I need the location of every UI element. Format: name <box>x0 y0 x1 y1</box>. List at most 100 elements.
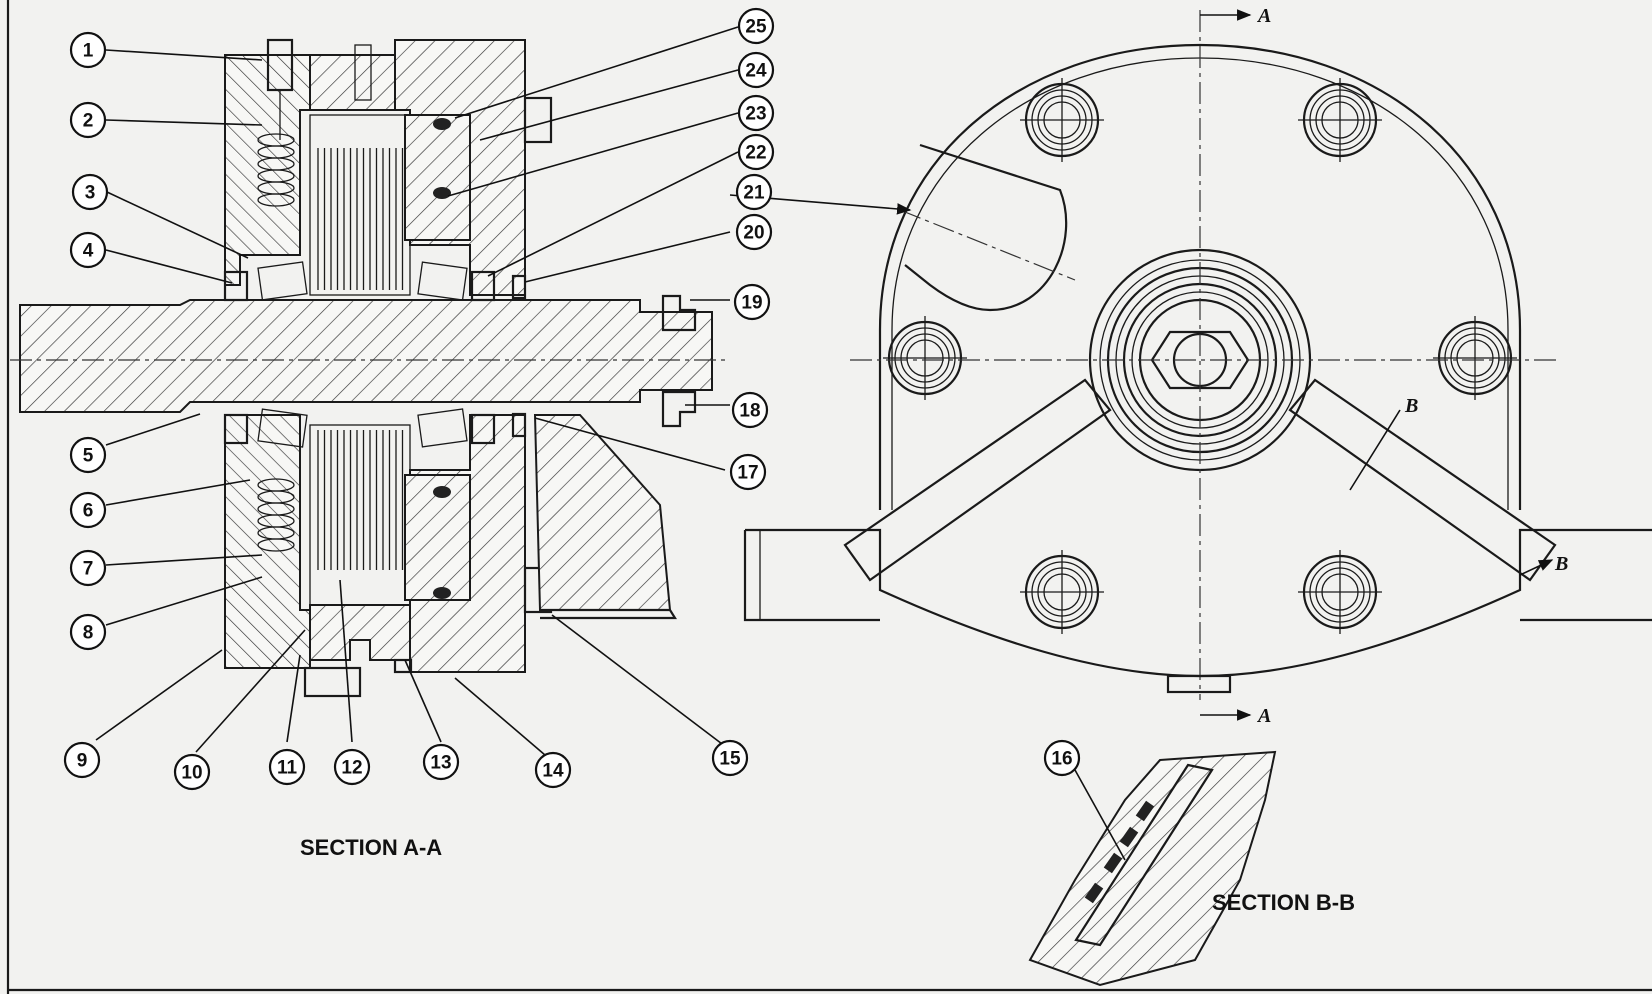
housing-bottom <box>745 528 1652 678</box>
upper-housing-cap <box>309 54 396 111</box>
bearing-lower-right <box>417 408 468 448</box>
callout-label: 8 <box>83 623 94 644</box>
callout-2: 2 <box>69 101 107 139</box>
callout-9: 9 <box>63 741 101 779</box>
callout-12: 12 <box>333 748 371 786</box>
clutch-plates-lower <box>317 430 404 570</box>
bearing-upper-left <box>257 261 308 301</box>
callout-label: 2 <box>83 111 94 132</box>
clutch-plates-upper <box>317 148 404 290</box>
callout-7: 7 <box>69 549 107 587</box>
callout-24: 24 <box>737 51 775 89</box>
callout-label: 12 <box>341 758 362 779</box>
mounting-bracket <box>533 414 672 611</box>
callout-label: 6 <box>83 501 94 522</box>
lower-housing-left <box>224 414 311 669</box>
callout-label: 7 <box>83 559 94 580</box>
callout-label: 18 <box>739 401 760 422</box>
callout-label: 21 <box>743 183 765 204</box>
o-ring-mid <box>433 187 451 199</box>
springs <box>257 133 295 552</box>
shaft <box>19 299 713 413</box>
rib-left <box>843 378 1112 582</box>
bolt-upper <box>523 96 553 144</box>
pressure-plate-upper <box>404 114 471 241</box>
callout-11: 11 <box>268 748 306 786</box>
section-b-housing <box>1028 750 1277 987</box>
end-nut-lower <box>661 390 697 428</box>
callout-5: 5 <box>69 436 107 474</box>
front-view: A A B B <box>743 5 1652 727</box>
snap-ring-upper <box>511 274 527 300</box>
callout-label: 4 <box>83 241 94 262</box>
section-a-a-title: SECTION A-A <box>300 835 442 860</box>
callout-17: 17 <box>729 453 767 491</box>
callout-20: 20 <box>735 213 773 251</box>
pressure-plate-lower <box>404 474 471 601</box>
section-b-arrow-lower <box>1519 559 1554 576</box>
callout-label: 1 <box>83 41 94 62</box>
callout-label: 14 <box>542 761 564 782</box>
callout-label: 13 <box>430 753 451 774</box>
callout-3: 3 <box>71 173 109 211</box>
callout-label: 17 <box>737 463 758 484</box>
callout-1: 1 <box>69 31 107 69</box>
bolt-boss <box>1433 316 1517 400</box>
section-b-b-view: SECTION B-B <box>1028 750 1355 987</box>
inspection-cover <box>904 143 1068 312</box>
section-b-marker-lower: B <box>1554 553 1568 575</box>
section-b-seals <box>1084 800 1155 904</box>
o-ring-lower <box>433 486 451 498</box>
lower-housing-base <box>309 604 411 661</box>
section-b-bolt <box>1074 763 1214 947</box>
callout-15: 15 <box>711 739 749 777</box>
callout-label: 24 <box>745 61 767 82</box>
callout-label: 3 <box>85 183 96 204</box>
callout-label: 5 <box>83 446 94 467</box>
section-b-b-title: SECTION B-B <box>1212 890 1355 915</box>
callout-6: 6 <box>69 491 107 529</box>
callout-25: 25 <box>737 7 775 45</box>
callout-label: 10 <box>181 763 202 784</box>
callout-label: 11 <box>277 758 298 779</box>
callout-label: 15 <box>719 749 741 770</box>
callout-label: 22 <box>745 143 766 164</box>
bolt-boss <box>1020 78 1104 162</box>
bolt-boss <box>883 316 967 400</box>
bolt-bosses <box>883 78 1517 634</box>
callout-16: 16 <box>1043 739 1081 777</box>
bottom-plug <box>393 658 413 674</box>
callout-label: 20 <box>743 223 764 244</box>
callout-10: 10 <box>173 753 211 791</box>
callout-19: 19 <box>733 283 771 321</box>
callout-label: 9 <box>77 751 88 772</box>
cover-centerline <box>899 209 1076 281</box>
o-ring-upper <box>433 118 451 130</box>
bracket-foot <box>540 608 677 620</box>
bearing-upper-right <box>417 261 468 301</box>
callout-23: 23 <box>737 94 775 132</box>
callout-21: 21 <box>735 173 773 211</box>
callout-13: 13 <box>422 743 460 781</box>
callout-label: 19 <box>741 293 762 314</box>
callout-label: 25 <box>745 17 767 38</box>
bearing-lower-left <box>257 408 308 448</box>
rib-right <box>1288 378 1557 582</box>
end-nut-upper <box>661 294 697 332</box>
snap-ring-lower <box>511 412 527 438</box>
bolt-boss <box>1020 550 1104 634</box>
callout-4: 4 <box>69 231 107 269</box>
bolt-boss <box>1298 550 1382 634</box>
callout-14: 14 <box>534 751 572 789</box>
bolt-boss <box>1298 78 1382 162</box>
callout-label: 16 <box>1051 749 1072 770</box>
bolt-hole-top <box>354 44 372 101</box>
seal-upper-right <box>470 270 496 302</box>
callout-8: 8 <box>69 613 107 651</box>
callout-label: 23 <box>745 104 766 125</box>
section-a-marker-bottom: A <box>1256 705 1271 727</box>
section-a-marker-top: A <box>1256 5 1271 27</box>
